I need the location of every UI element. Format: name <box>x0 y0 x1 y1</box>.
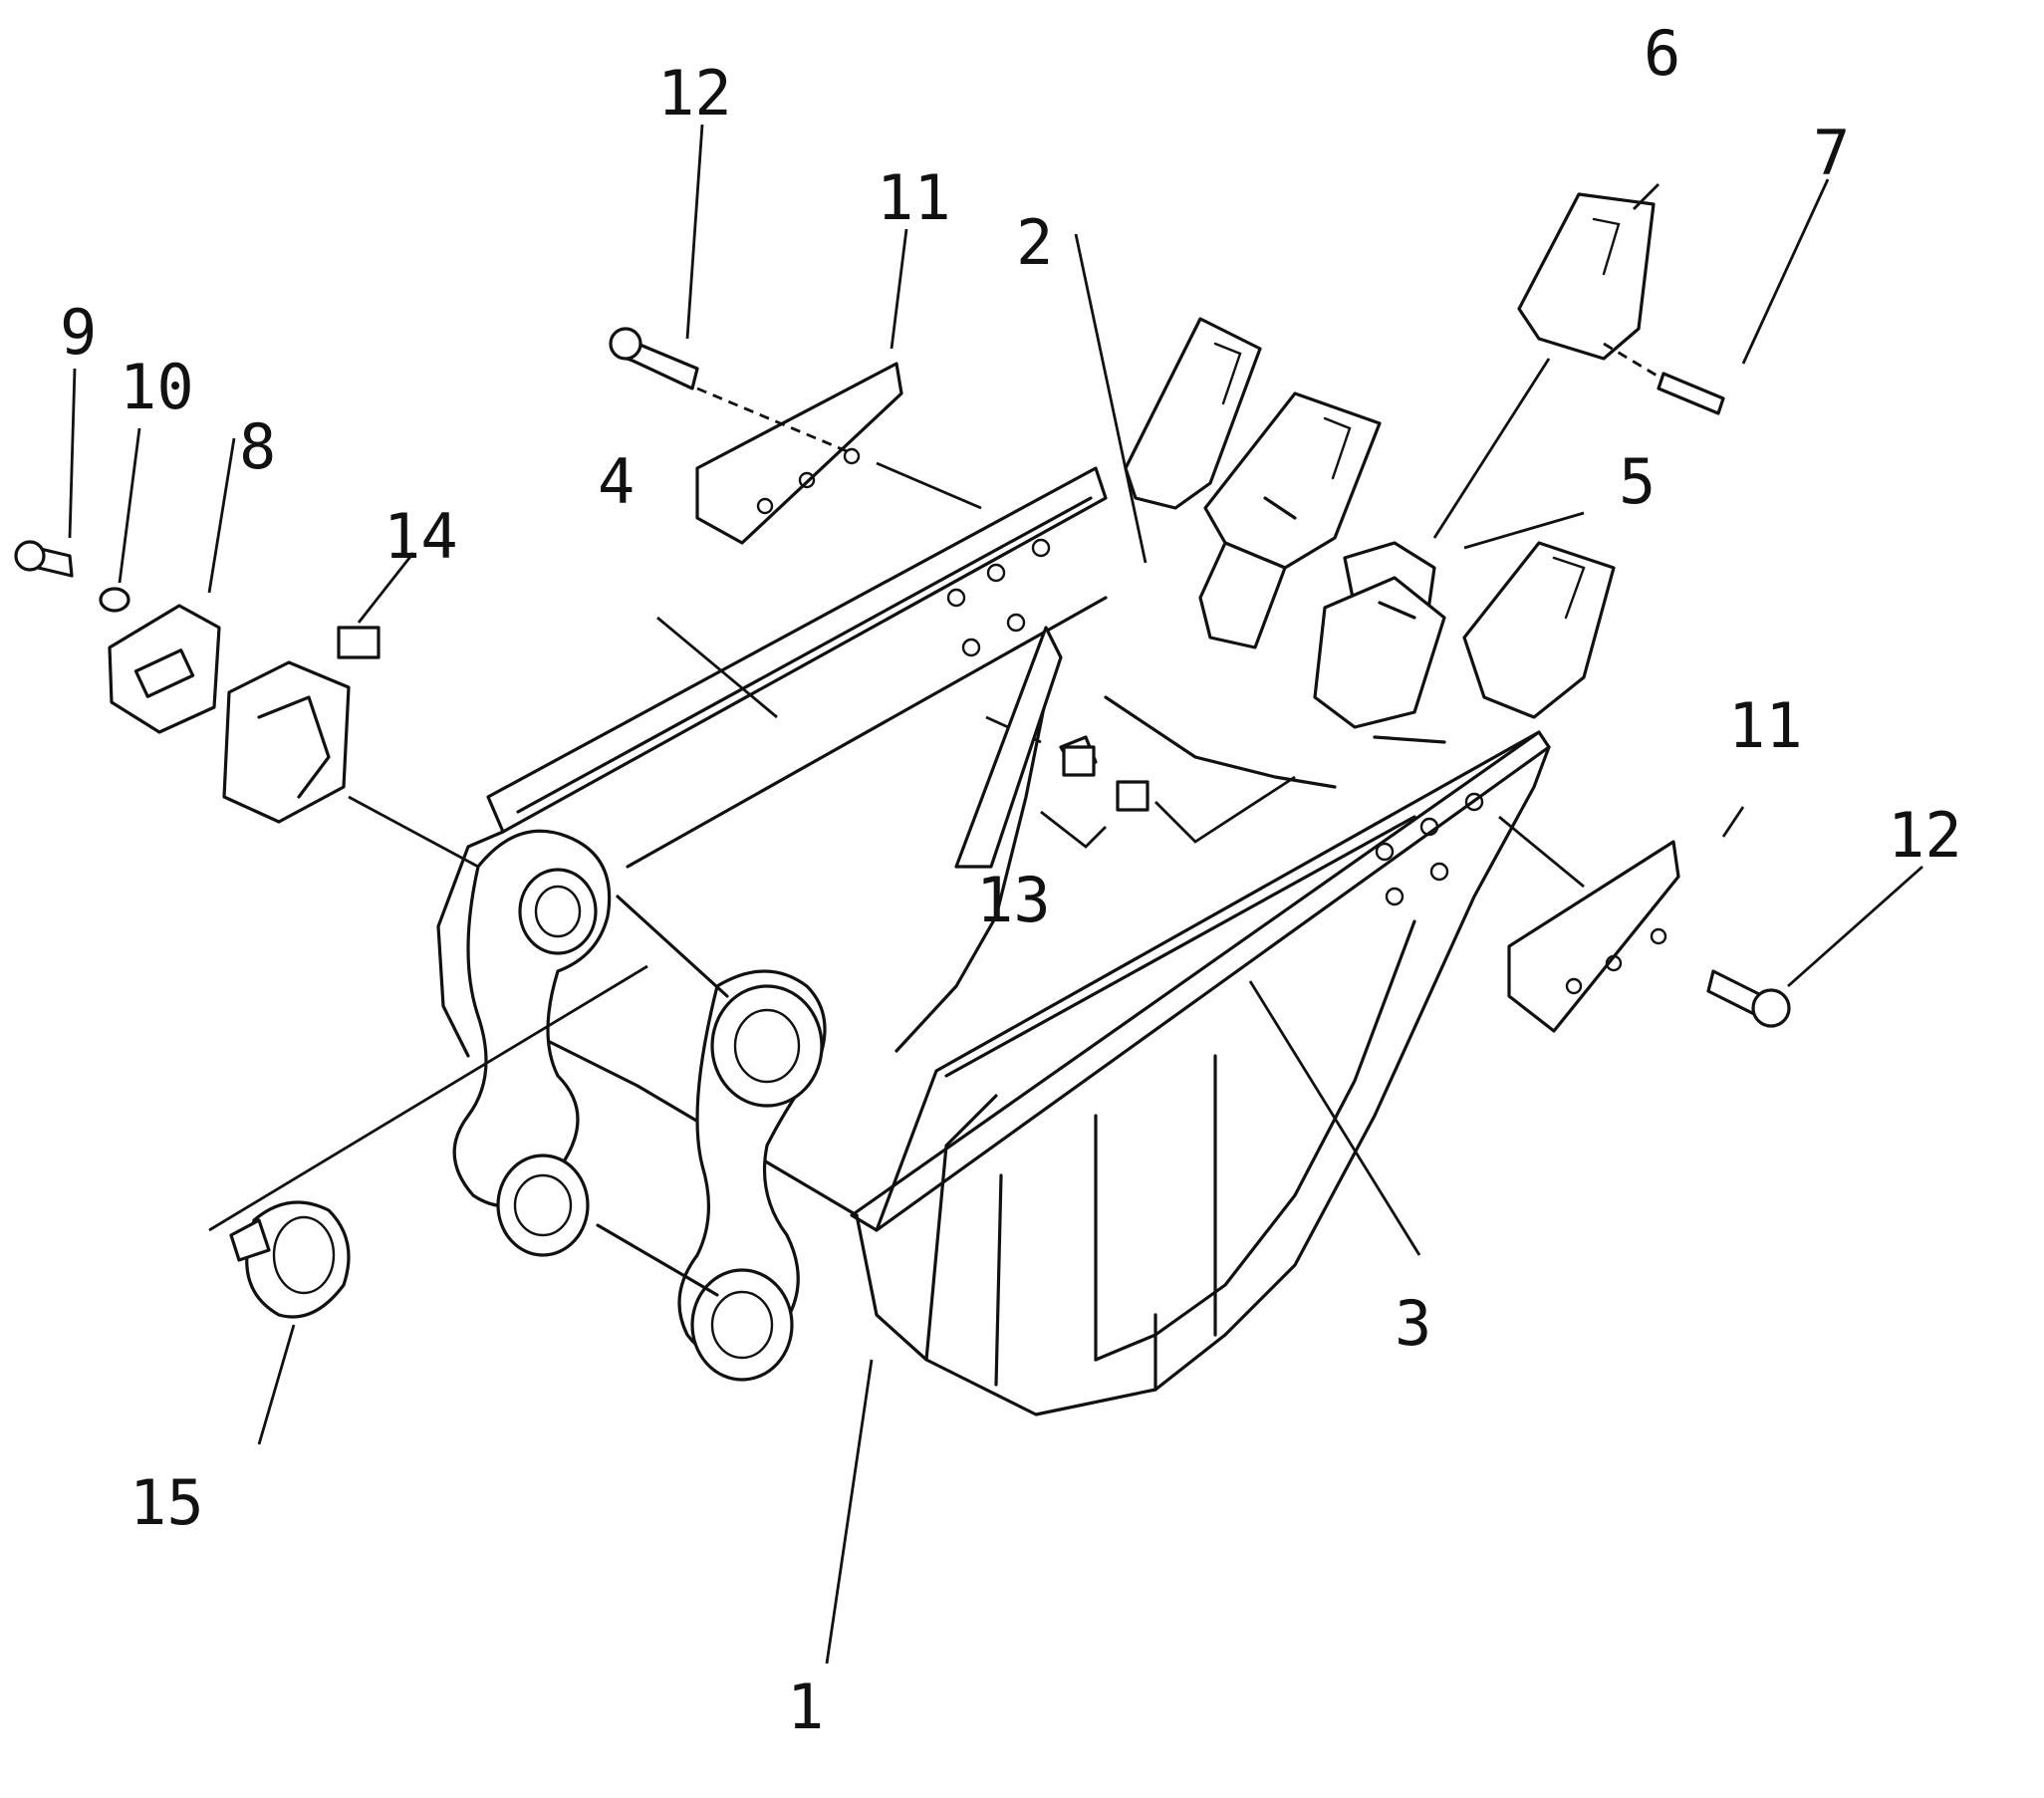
callout-8: 8 <box>239 410 276 483</box>
callout-labels: 1 2 3 4 5 6 7 8 9 10 11 11 12 12 13 14 1… <box>60 17 1962 1743</box>
callout-12-left: 12 <box>657 57 732 129</box>
callout-4: 4 <box>598 445 635 518</box>
linkage-bosses <box>452 829 827 1382</box>
pin-shim-assembly <box>14 540 648 1319</box>
callout-2: 2 <box>1016 206 1053 279</box>
wear-blocks <box>954 626 1296 869</box>
callout-10: 10 <box>120 351 194 423</box>
bucket-body <box>436 466 1551 1416</box>
callout-11-left: 11 <box>877 161 951 234</box>
callout-11-right: 11 <box>1728 689 1803 762</box>
callout-9: 9 <box>60 296 97 369</box>
callout-6: 6 <box>1644 17 1680 90</box>
callout-12-right: 12 <box>1888 799 1962 872</box>
callout-13: 13 <box>976 864 1051 936</box>
callout-5: 5 <box>1619 445 1656 518</box>
callout-14: 14 <box>383 500 458 573</box>
callout-3: 3 <box>1395 1287 1431 1360</box>
teeth-and-adapters <box>1124 192 1725 729</box>
side-cutter-left <box>695 362 982 545</box>
callout-1: 1 <box>787 1670 824 1743</box>
leader-lines <box>68 124 1923 1665</box>
callout-15: 15 <box>129 1466 204 1539</box>
side-cutter-right <box>1498 815 1680 1033</box>
bolt-12-left <box>609 327 699 390</box>
callout-7: 7 <box>1813 117 1850 189</box>
bolt-12-right <box>1706 969 1791 1028</box>
